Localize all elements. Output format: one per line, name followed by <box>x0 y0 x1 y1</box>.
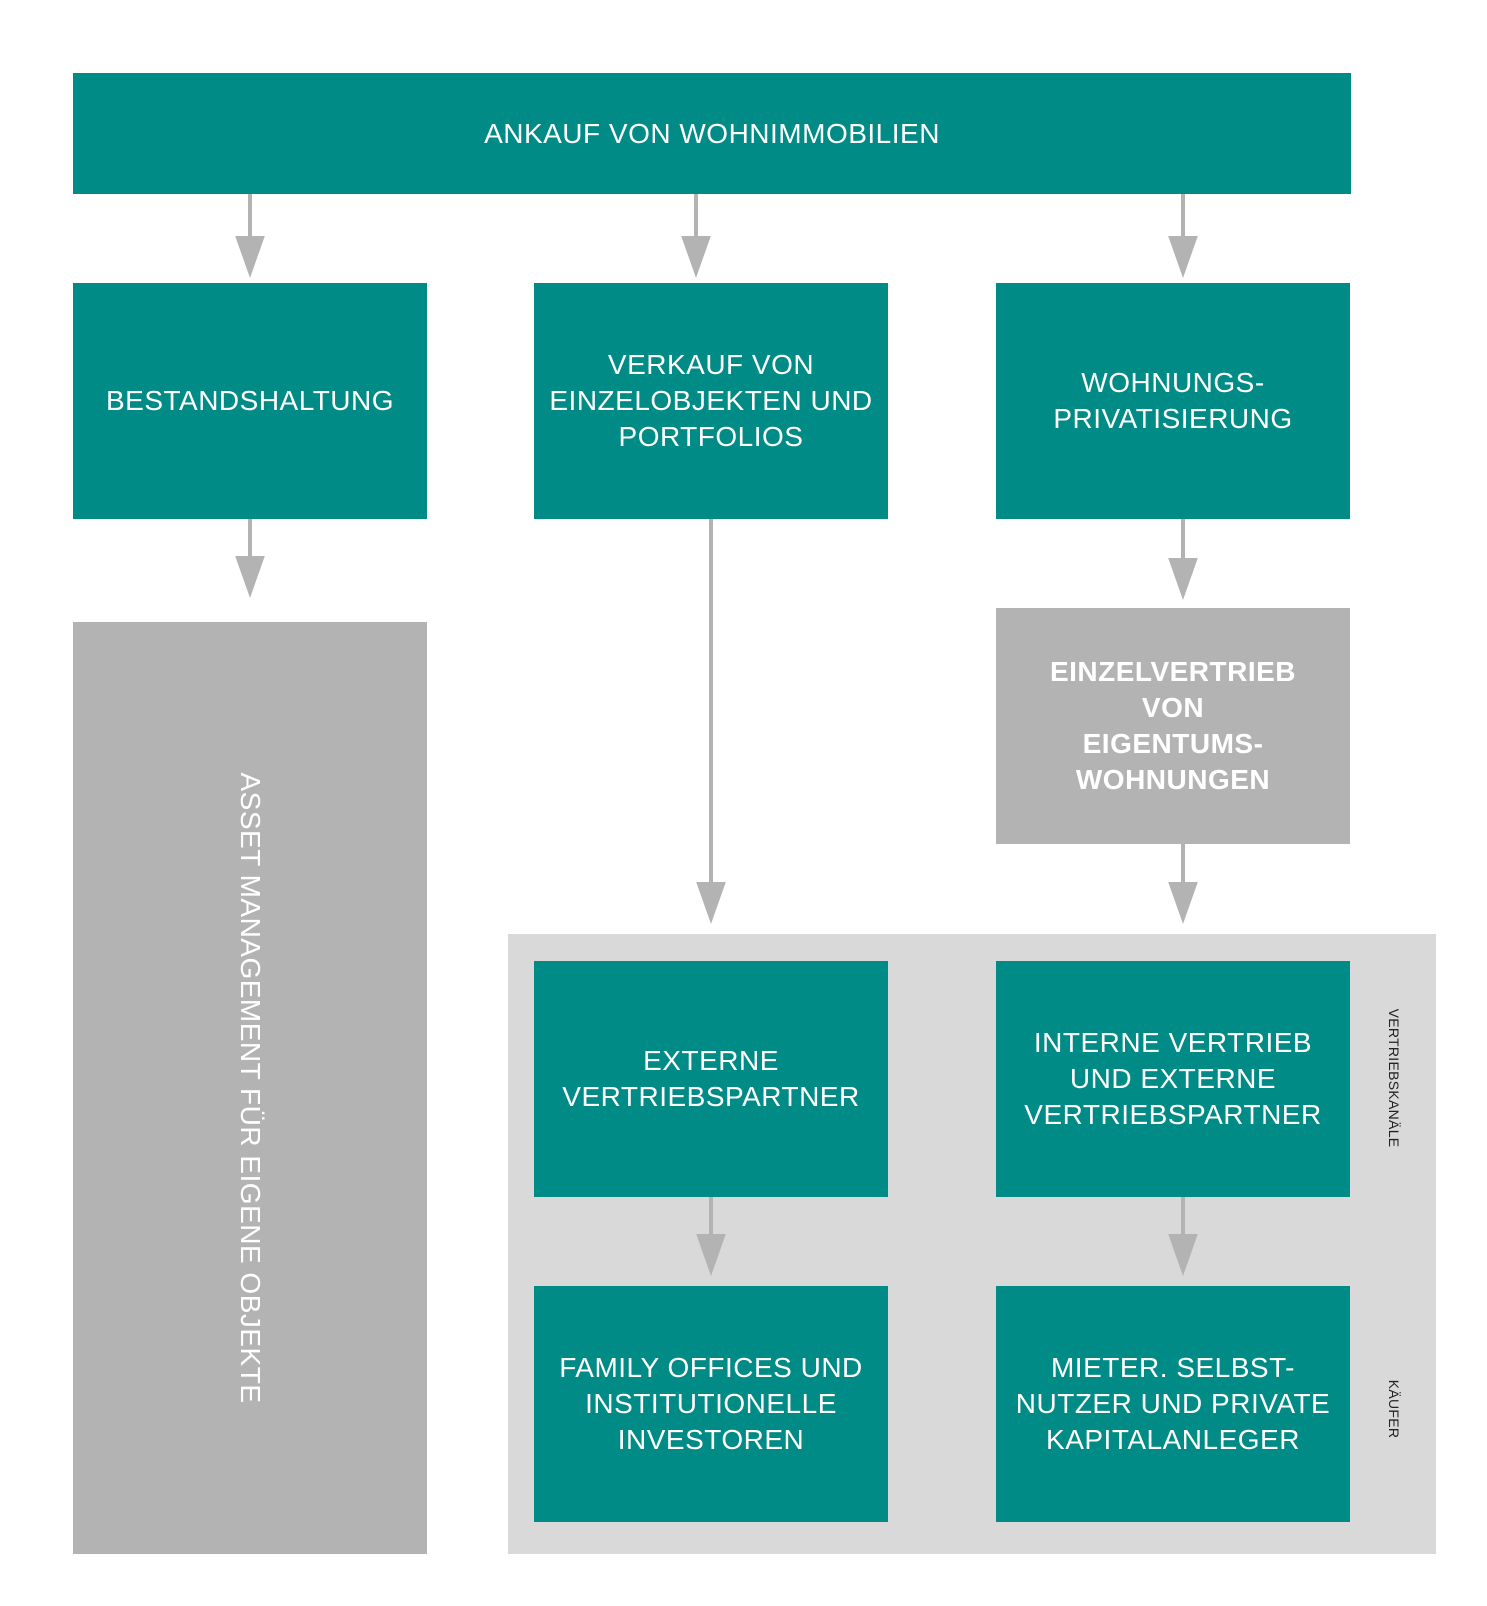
mieter-label: MIETER. SELBST- NUTZER UND PRIVATE KAPIT… <box>1015 1352 1331 1455</box>
verkauf-label: VERKAUF VON EINZELOBJEKTEN UND PORTFOLIO… <box>549 349 873 452</box>
bestandshaltung-box: BESTANDSHALTUNG <box>73 283 427 519</box>
mieter-box: MIETER. SELBST- NUTZER UND PRIVATE KAPIT… <box>996 1286 1350 1522</box>
asset-management-box: ASSET MANAGEMENT FÜR EIGENE OBJEKTE <box>73 622 427 1554</box>
bestandshaltung-label: BESTANDSHALTUNG <box>105 385 395 416</box>
kaeufer-side-label: KÄUFER <box>1386 1379 1402 1439</box>
einzelvertrieb-label: EINZELVERTRIEB VON EIGENTUMS- WOHNUNGEN <box>1049 656 1297 795</box>
externe-vertriebspartner-label: EXTERNE VERTRIEBSPARTNER <box>562 1045 860 1112</box>
verkauf-box: VERKAUF VON EINZELOBJEKTEN UND PORTFOLIO… <box>534 283 888 519</box>
ankauf-label: ANKAUF VON WOHNIMMOBILIEN <box>484 117 940 149</box>
family-offices-box: FAMILY OFFICES UND INSTITUTIONELLE INVES… <box>534 1286 888 1522</box>
wohnungsprivatisierung-box: WOHNUNGS- PRIVATISIERUNG <box>996 283 1350 519</box>
ankauf-box: ANKAUF VON WOHNIMMOBILIEN <box>73 73 1351 194</box>
vertriebskanaele-side-label: VERTRIEBSKANÄLE <box>1386 1008 1402 1148</box>
einzelvertrieb-box: EINZELVERTRIEB VON EIGENTUMS- WOHNUNGEN <box>996 608 1350 844</box>
asset-management-label: ASSET MANAGEMENT FÜR EIGENE OBJEKTE <box>235 772 266 1404</box>
family-offices-label: FAMILY OFFICES UND INSTITUTIONELLE INVES… <box>559 1352 863 1455</box>
interne-vertrieb-box: INTERNE VERTRIEB UND EXTERNE VERTRIEBSPA… <box>996 961 1350 1197</box>
interne-vertrieb-label: INTERNE VERTRIEB UND EXTERNE VERTRIEBSPA… <box>1024 1027 1322 1130</box>
wohnungsprivatisierung-label: WOHNUNGS- PRIVATISIERUNG <box>1053 367 1293 434</box>
externe-vertriebspartner-box: EXTERNE VERTRIEBSPARTNER <box>534 961 888 1197</box>
